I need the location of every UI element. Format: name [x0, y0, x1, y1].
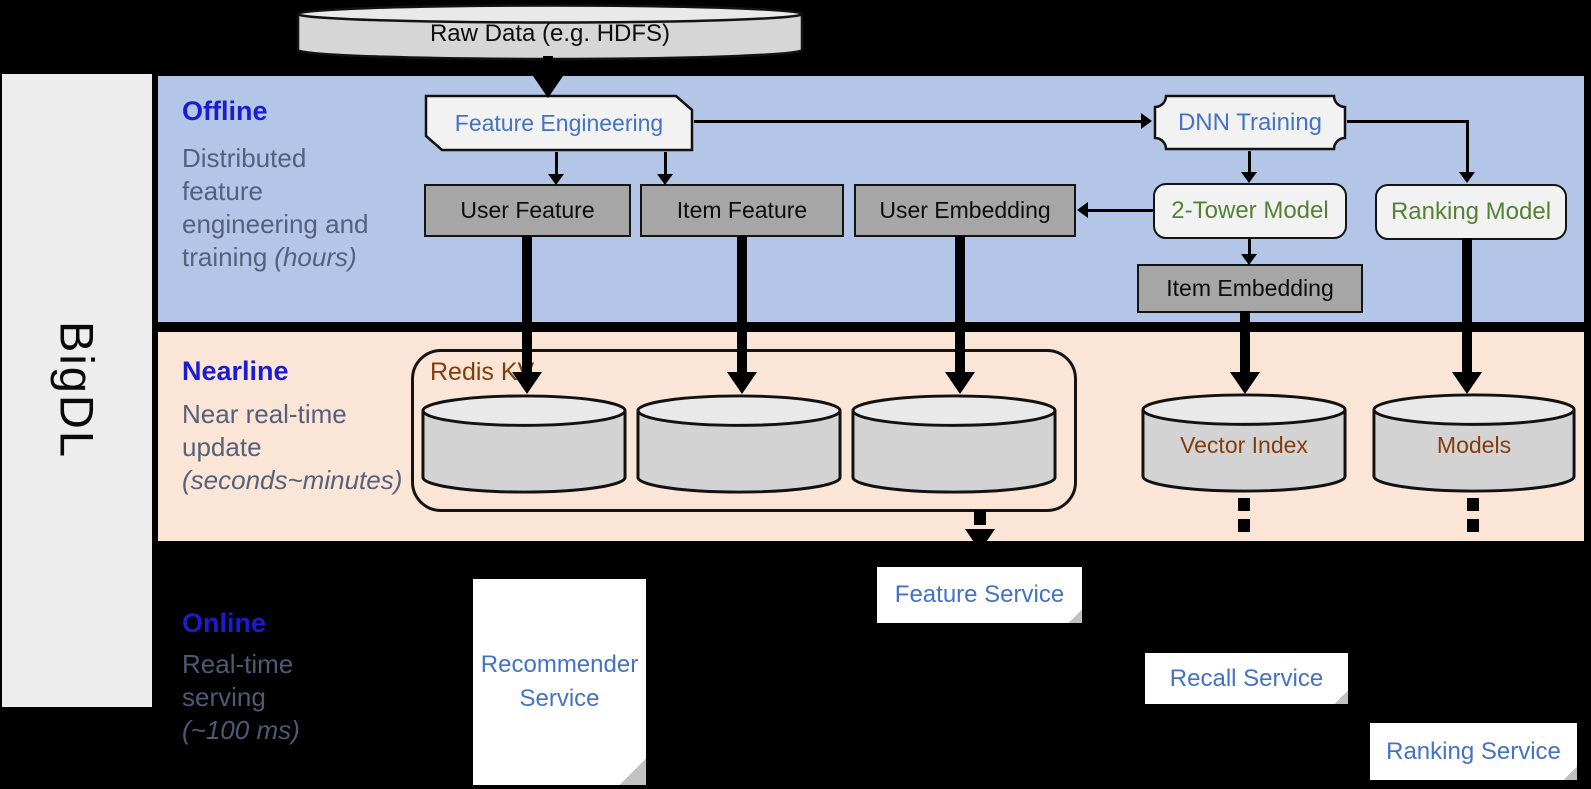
vector-index-label: Vector Index [1180, 432, 1308, 458]
offline-desc: Distributed feature engineering and trai… [182, 142, 427, 274]
bigdl-brand: BigDL [50, 321, 104, 460]
raw-data-cylinder: Raw Data (e.g. HDFS) [295, 4, 805, 62]
arrowhead-dnn-to-twotower [1241, 172, 1257, 183]
user-embedding-label: User Embedding [879, 197, 1051, 223]
online-desc-line2: serving [182, 682, 266, 712]
redis-cylinder-1 [420, 393, 628, 495]
ranking-service-label: Ranking Service [1386, 737, 1561, 765]
arrowhead-fe-to-itemfeature [657, 174, 673, 185]
cylinder-shape [296, 4, 804, 61]
card-shape [424, 94, 694, 152]
nearline-desc-line2: update [182, 432, 262, 462]
arrowhead-twotower-to-itemembedding [1241, 254, 1257, 265]
document-shape [1145, 653, 1348, 704]
arrow-userfeature-to-redis [522, 236, 532, 372]
cylinder-shape [1372, 393, 1576, 493]
item-embedding-node: Item Embedding [1137, 264, 1363, 313]
online-desc-line1: Real-time [182, 649, 294, 679]
arrowhead-rawdata-to-featureengineering [533, 76, 563, 98]
offline-desc-line2: feature [182, 176, 263, 206]
arrow-itemembedding-to-vectorindex [1240, 311, 1250, 372]
arrowhead-redis-to-featureservice [965, 529, 995, 551]
bigdl-sidebar: BigDL [2, 74, 152, 707]
plaque-shape [1153, 94, 1347, 151]
offline-desc-line4: training(hours) [182, 242, 357, 272]
arrowhead-itemembedding-to-vectorindex [1230, 372, 1260, 394]
arrowhead-rankingmodel-to-models [1452, 372, 1482, 394]
cylinder-shape [421, 394, 627, 494]
arrow-rankingmodel-to-models [1462, 238, 1472, 372]
item-feature-node: Item Feature [640, 184, 844, 237]
vector-index-cylinder: Vector Index [1140, 392, 1348, 494]
feature-service-label: Feature Service [894, 581, 1065, 608]
dash-models-to-ranking-2 [1467, 519, 1479, 532]
arrowhead-dnn-to-rankingmodel [1459, 172, 1475, 183]
two-tower-model-node: 2-Tower Model [1153, 183, 1347, 239]
cylinder-shape [851, 394, 1057, 494]
arrowhead-userfeature-to-redis [512, 372, 542, 394]
offline-title: Offline [182, 96, 268, 126]
document-shape [877, 567, 1082, 623]
nearline-desc: Near real-time update (seconds~minutes) [182, 398, 427, 497]
arrow-rawdata-to-featureengineering [543, 56, 553, 78]
user-feature-node: User Feature [424, 184, 631, 237]
feature-engineering-node: Feature Engineering [424, 94, 694, 152]
user-embedding-node: User Embedding [854, 184, 1076, 237]
arrow-dnn-to-twotower [1248, 151, 1251, 175]
recall-service-label: Recall Service [1169, 664, 1324, 692]
nearline-title: Nearline [182, 356, 289, 386]
recommender-service-label: Recommender Service [480, 651, 639, 712]
nearline-desc-line1: Near real-time [182, 399, 347, 429]
raw-data-label: Raw Data (e.g. HDFS) [429, 20, 671, 47]
arrow-itemfeature-to-redis [737, 236, 747, 372]
arrowhead-itemfeature-to-redis [727, 372, 757, 394]
recommender-service-node: Recommender Service [473, 579, 646, 785]
arrow-twotower-to-itemembedding [1248, 239, 1251, 256]
arrow-userembedding-to-redis [955, 236, 965, 372]
document-shape [473, 579, 646, 785]
models-label: Models [1436, 432, 1512, 458]
feature-engineering-label: Feature Engineering [454, 109, 664, 136]
arrowhead-fe-to-dnn [1141, 113, 1152, 129]
redis-cylinder-3 [850, 393, 1058, 495]
document-shape [1370, 723, 1577, 780]
arrow-dnn-to-rankingmodel-v [1466, 120, 1469, 173]
arrow-twotower-to-userembedding [1088, 209, 1153, 212]
dash-vectorindex-to-recall-2 [1238, 519, 1250, 532]
arrow-fe-to-userfeature [555, 152, 558, 176]
two-tower-model-label: 2-Tower Model [1171, 197, 1329, 224]
user-feature-label: User Feature [460, 197, 595, 223]
online-title: Online [182, 608, 267, 638]
ranking-model-node: Ranking Model [1375, 184, 1567, 240]
recall-service-node: Recall Service [1145, 653, 1348, 704]
models-cylinder: Models [1371, 392, 1577, 494]
arrow-fe-to-dnn [694, 120, 1141, 123]
arrow-fe-to-itemfeature [664, 152, 667, 176]
feature-service-node: Feature Service [877, 567, 1082, 623]
ranking-service-node: Ranking Service [1370, 723, 1577, 780]
arrowhead-fe-to-userfeature [548, 174, 564, 185]
item-feature-label: Item Feature [676, 197, 808, 223]
online-desc: Real-time serving (~100 ms) [182, 648, 427, 747]
nearline-desc-line3: (seconds~minutes) [182, 465, 403, 495]
item-embedding-label: Item Embedding [1166, 275, 1334, 301]
ranking-model-label: Ranking Model [1390, 198, 1552, 225]
dash-models-to-ranking-1 [1467, 498, 1479, 511]
dnn-training-label: DNN Training [1177, 108, 1323, 136]
offline-desc-line1: Distributed [182, 143, 307, 173]
cylinder-shape [1141, 393, 1347, 493]
arrow-dnn-to-rankingmodel-h [1347, 120, 1469, 123]
redis-cylinder-2 [635, 393, 843, 495]
dash-vectorindex-to-recall-1 [1238, 498, 1250, 511]
online-desc-line3: (~100 ms) [182, 715, 300, 745]
arrowhead-userembedding-to-redis [945, 372, 975, 394]
offline-desc-line3: engineering and [182, 209, 369, 239]
arrowhead-twotower-to-userembedding [1077, 202, 1088, 218]
dnn-training-node: DNN Training [1153, 94, 1347, 151]
cylinder-shape [636, 394, 842, 494]
arrow-redis-to-featureservice [974, 510, 986, 525]
